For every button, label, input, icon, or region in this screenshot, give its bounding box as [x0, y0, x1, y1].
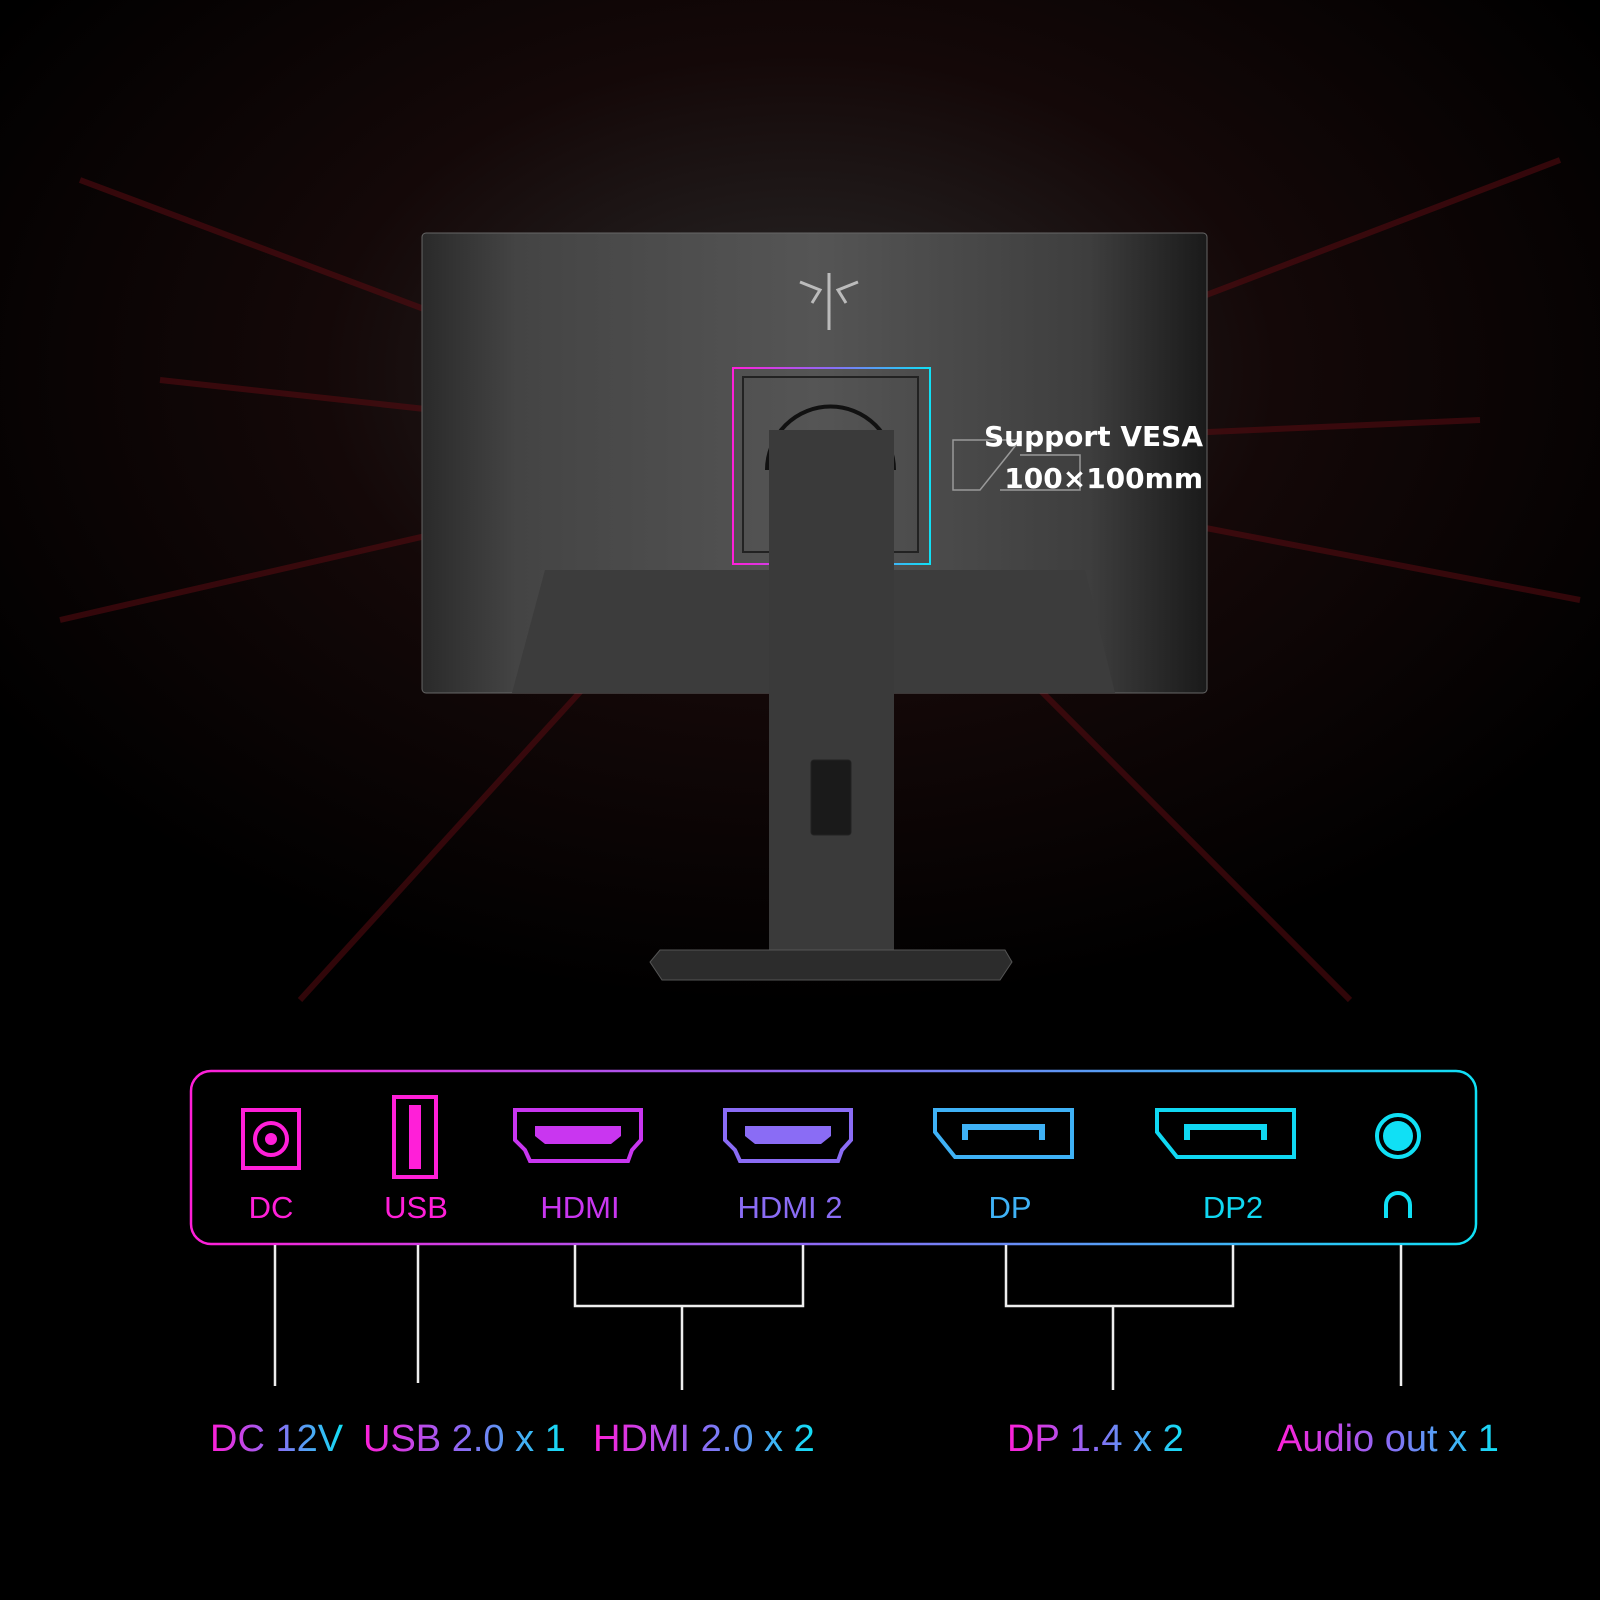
- displayport-icon: [1155, 1108, 1296, 1159]
- displayport-icon: [933, 1108, 1074, 1159]
- usb-port-icon: [392, 1095, 438, 1179]
- port-dp: DP: [933, 1108, 1074, 1225]
- port-hdmi-2: HDMI 2: [723, 1108, 853, 1225]
- spec-hdmi: HDMI 2.0 x 2: [593, 1418, 815, 1460]
- audio-jack-icon: [1375, 1113, 1421, 1159]
- brand-logo-icon: [799, 273, 859, 330]
- port-usb: USB: [384, 1095, 448, 1225]
- watermark-logo-icon: [952, 439, 1081, 491]
- port-audio: [1375, 1113, 1421, 1218]
- port-label: USB: [384, 1190, 448, 1225]
- spec-dc: DC 12V: [210, 1418, 344, 1460]
- dc-power-jack-icon: [241, 1108, 301, 1170]
- port-label: HDMI 2: [737, 1190, 842, 1225]
- port-panel: [189, 1069, 1478, 1246]
- connector-lines: [273, 1245, 1403, 1390]
- headphone-icon: [1384, 1191, 1412, 1218]
- port-label: HDMI: [540, 1190, 619, 1225]
- spec-audio: Audio out x 1: [1277, 1418, 1499, 1460]
- hdmi-port-icon: [723, 1108, 853, 1163]
- spec-usb: USB 2.0 x 1: [363, 1418, 566, 1460]
- cable-management-hole: [810, 759, 852, 836]
- vesa-size-text: 100×100mm: [1004, 462, 1203, 495]
- port-label: DC: [249, 1190, 294, 1225]
- hdmi-port-icon: [513, 1108, 643, 1163]
- spec-dp: DP 1.4 x 2: [1007, 1418, 1184, 1460]
- vesa-support-title: Support VESA: [984, 420, 1203, 453]
- port-dp-2: DP2: [1155, 1108, 1296, 1225]
- port-label: DP2: [1203, 1190, 1263, 1225]
- monitor-stand: [649, 430, 1013, 981]
- port-dc: DC: [241, 1108, 301, 1225]
- port-hdmi: HDMI: [513, 1108, 643, 1225]
- port-label: DP: [988, 1190, 1031, 1225]
